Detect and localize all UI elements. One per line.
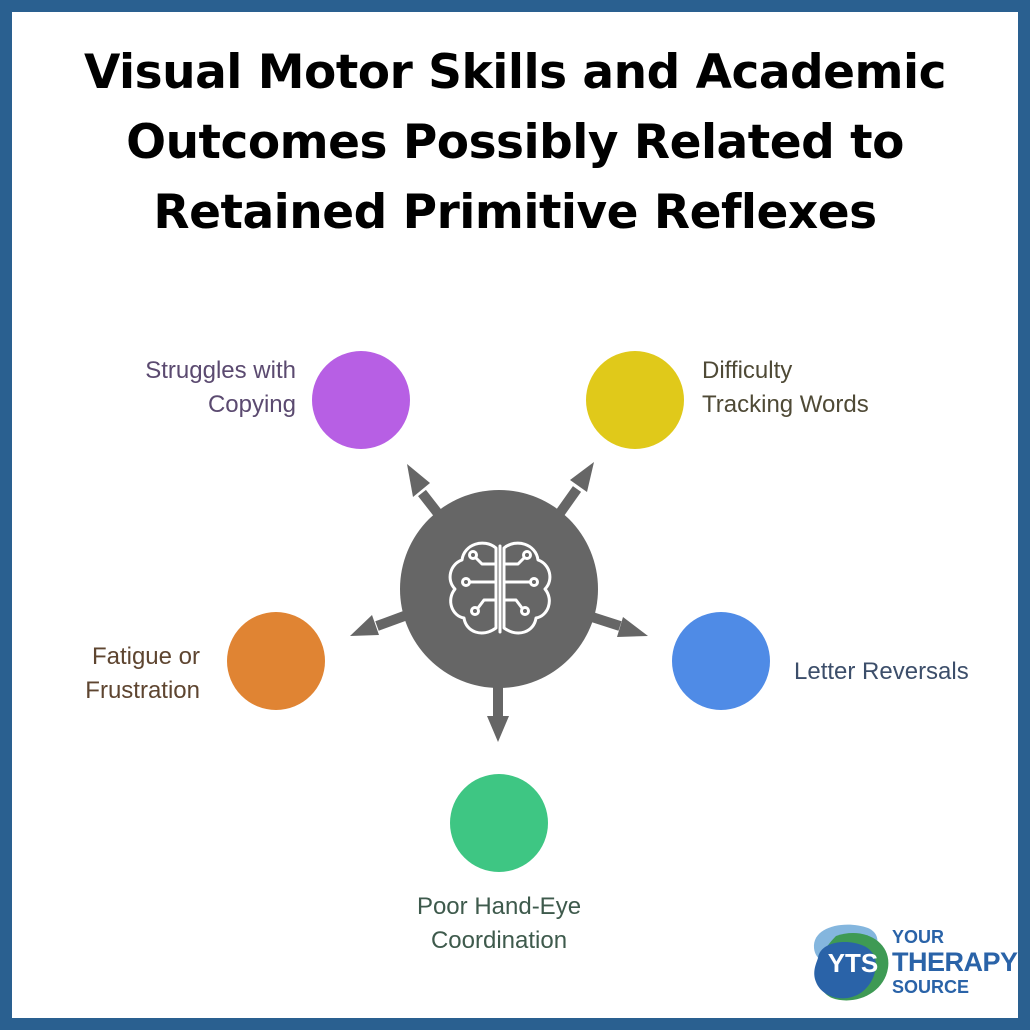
node-circle-struggles-copying — [312, 351, 410, 449]
reflex-diagram — [227, 351, 770, 872]
label-difficulty-tracking-line-2: Tracking Words — [702, 391, 869, 418]
title-line-3: Retained Primitive Reflexes — [153, 185, 877, 240]
label-difficulty-tracking-line-1: Difficulty — [702, 357, 793, 384]
label-fatigue-frustration-line-1: Fatigue or — [91, 643, 200, 670]
brain-circuit-icon — [448, 541, 552, 635]
arrow-fatigue-frustration — [350, 610, 409, 636]
page-title: Visual Motor Skills and Academic Outcome… — [12, 38, 1018, 248]
label-difficulty-tracking: Difficulty Tracking Words — [702, 354, 922, 422]
logo-line-source: SOURCE — [892, 977, 970, 997]
logo-line-therapy: THERAPY — [892, 947, 1018, 977]
yts-wordmark: YOUR THERAPY SOURCE — [892, 926, 1018, 998]
arrow-letter-reversals — [590, 612, 648, 637]
node-circle-poor-hand-eye — [450, 774, 548, 872]
label-struggles-copying-line-1: Struggles with — [145, 357, 296, 384]
infographic-canvas: Visual Motor Skills and Academic Outcome… — [12, 12, 1018, 1018]
title-line-2: Outcomes Possibly Related to — [126, 115, 904, 170]
label-struggles-copying-line-2: Copying — [207, 391, 296, 418]
label-letter-reversals-line-1: Letter Reversals — [794, 658, 969, 685]
label-poor-hand-eye: Poor Hand-Eye Coordination — [379, 890, 619, 958]
node-circle-letter-reversals — [672, 612, 770, 710]
node-circle-fatigue-frustration — [227, 612, 325, 710]
arrow-poor-hand-eye — [487, 684, 509, 742]
yts-logo: YTS YOUR THERAPY SOURCE — [806, 918, 1018, 1018]
label-letter-reversals: Letter Reversals — [794, 655, 1004, 689]
node-circle-difficulty-tracking — [586, 351, 684, 449]
label-poor-hand-eye-line-2: Coordination — [430, 927, 568, 954]
label-struggles-copying: Struggles with Copying — [108, 354, 296, 422]
label-fatigue-frustration-line-2: Frustration — [85, 677, 200, 704]
yts-logo-badge-icon — [813, 924, 889, 1001]
logo-line-your: YOUR — [892, 927, 945, 947]
arrow-difficulty-tracking — [550, 462, 594, 523]
label-poor-hand-eye-line-1: Poor Hand-Eye — [416, 893, 582, 920]
yts-badge-text: YTS — [827, 948, 879, 978]
title-line-1: Visual Motor Skills and Academic — [83, 45, 947, 100]
label-fatigue-frustration: Fatigue or Frustration — [42, 640, 200, 708]
